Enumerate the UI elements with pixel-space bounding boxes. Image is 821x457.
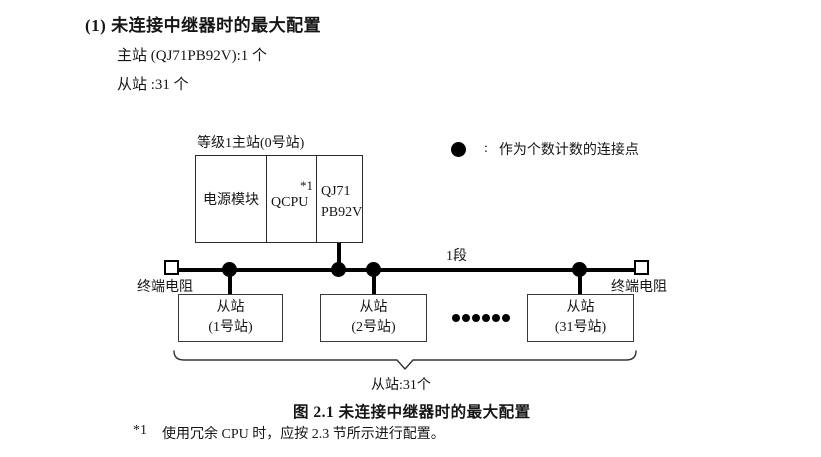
ellipsis-dot xyxy=(462,314,470,322)
slave-count-line: 从站 :31 个 xyxy=(117,77,189,93)
terminator-square-left xyxy=(164,260,179,275)
drop-line-slave31 xyxy=(578,271,582,295)
terminator-label-right: 终端电阻 xyxy=(611,280,667,295)
section-heading: (1) 未连接中继器时的最大配置 xyxy=(85,16,322,35)
bus-line xyxy=(172,268,640,272)
connection-dot-slave2 xyxy=(366,262,381,277)
slave-station-1-box: 从站 (1号站) xyxy=(178,294,283,342)
legend-text: 作为个数计数的连接点 xyxy=(498,143,639,158)
underbrace xyxy=(173,350,637,370)
slave2-line2: (2号站) xyxy=(351,320,396,335)
connection-dot-slave31 xyxy=(572,262,587,277)
figure-caption: 图 2.1 未连接中继器时的最大配置 xyxy=(293,404,531,421)
terminator-label-left: 终端电阻 xyxy=(137,280,193,295)
drop-line-slave1 xyxy=(228,271,232,295)
footnote-marker: *1 xyxy=(133,423,147,438)
master-count-line: 主站 (QJ71PB92V):1 个 xyxy=(117,48,268,64)
qj71pb92v-cell: QJ71 PB92V xyxy=(316,156,362,242)
power-module-cell: 电源模块 xyxy=(203,193,259,208)
brace-label: 从站:31个 xyxy=(371,378,431,393)
legend: : 作为个数计数的连接点 xyxy=(451,139,639,159)
connection-dot-master xyxy=(331,262,346,277)
drop-line-slave2 xyxy=(372,271,376,295)
qcpu-cell: *1 QCPU xyxy=(266,156,316,242)
slave2-line1: 从站 xyxy=(359,300,388,315)
qj71-label-line1: QJ71 xyxy=(321,184,351,199)
ellipsis-dot xyxy=(472,314,480,322)
ellipsis-dot xyxy=(492,314,500,322)
footnote: *1 使用冗余 CPU 时，应按 2.3 节所示进行配置。 xyxy=(133,423,445,443)
counted-connection-point-icon xyxy=(451,141,466,157)
footnote-text: 使用冗余 CPU 时，应按 2.3 节所示进行配置。 xyxy=(162,427,445,442)
qj71-label-line2: PB92V xyxy=(321,205,363,220)
master-station-label: 等级1主站(0号站) xyxy=(197,136,305,151)
slave-station-31-box: 从站 (31号站) xyxy=(527,294,634,342)
drop-line-master xyxy=(337,243,341,269)
slave1-line2: (1号站) xyxy=(208,320,253,335)
master-station-box: 电源模块 *1 QCPU QJ71 PB92V xyxy=(195,155,363,243)
ellipsis-dot xyxy=(502,314,510,322)
slave1-line1: 从站 xyxy=(216,300,245,315)
connection-dot-slave1 xyxy=(222,262,237,277)
slave-station-2-box: 从站 (2号站) xyxy=(320,294,427,342)
legend-colon: : xyxy=(484,141,488,156)
slave31-line1: 从站 xyxy=(566,300,595,315)
ellipsis-dots xyxy=(452,314,510,322)
segment-1-label: 1段 xyxy=(446,249,467,264)
ellipsis-dot xyxy=(482,314,490,322)
ellipsis-dot xyxy=(452,314,460,322)
qcpu-label: QCPU xyxy=(271,195,309,210)
slave31-line2: (31号站) xyxy=(554,320,607,335)
terminator-square-right xyxy=(634,260,649,275)
footnote-ref-marker: *1 xyxy=(300,178,313,193)
